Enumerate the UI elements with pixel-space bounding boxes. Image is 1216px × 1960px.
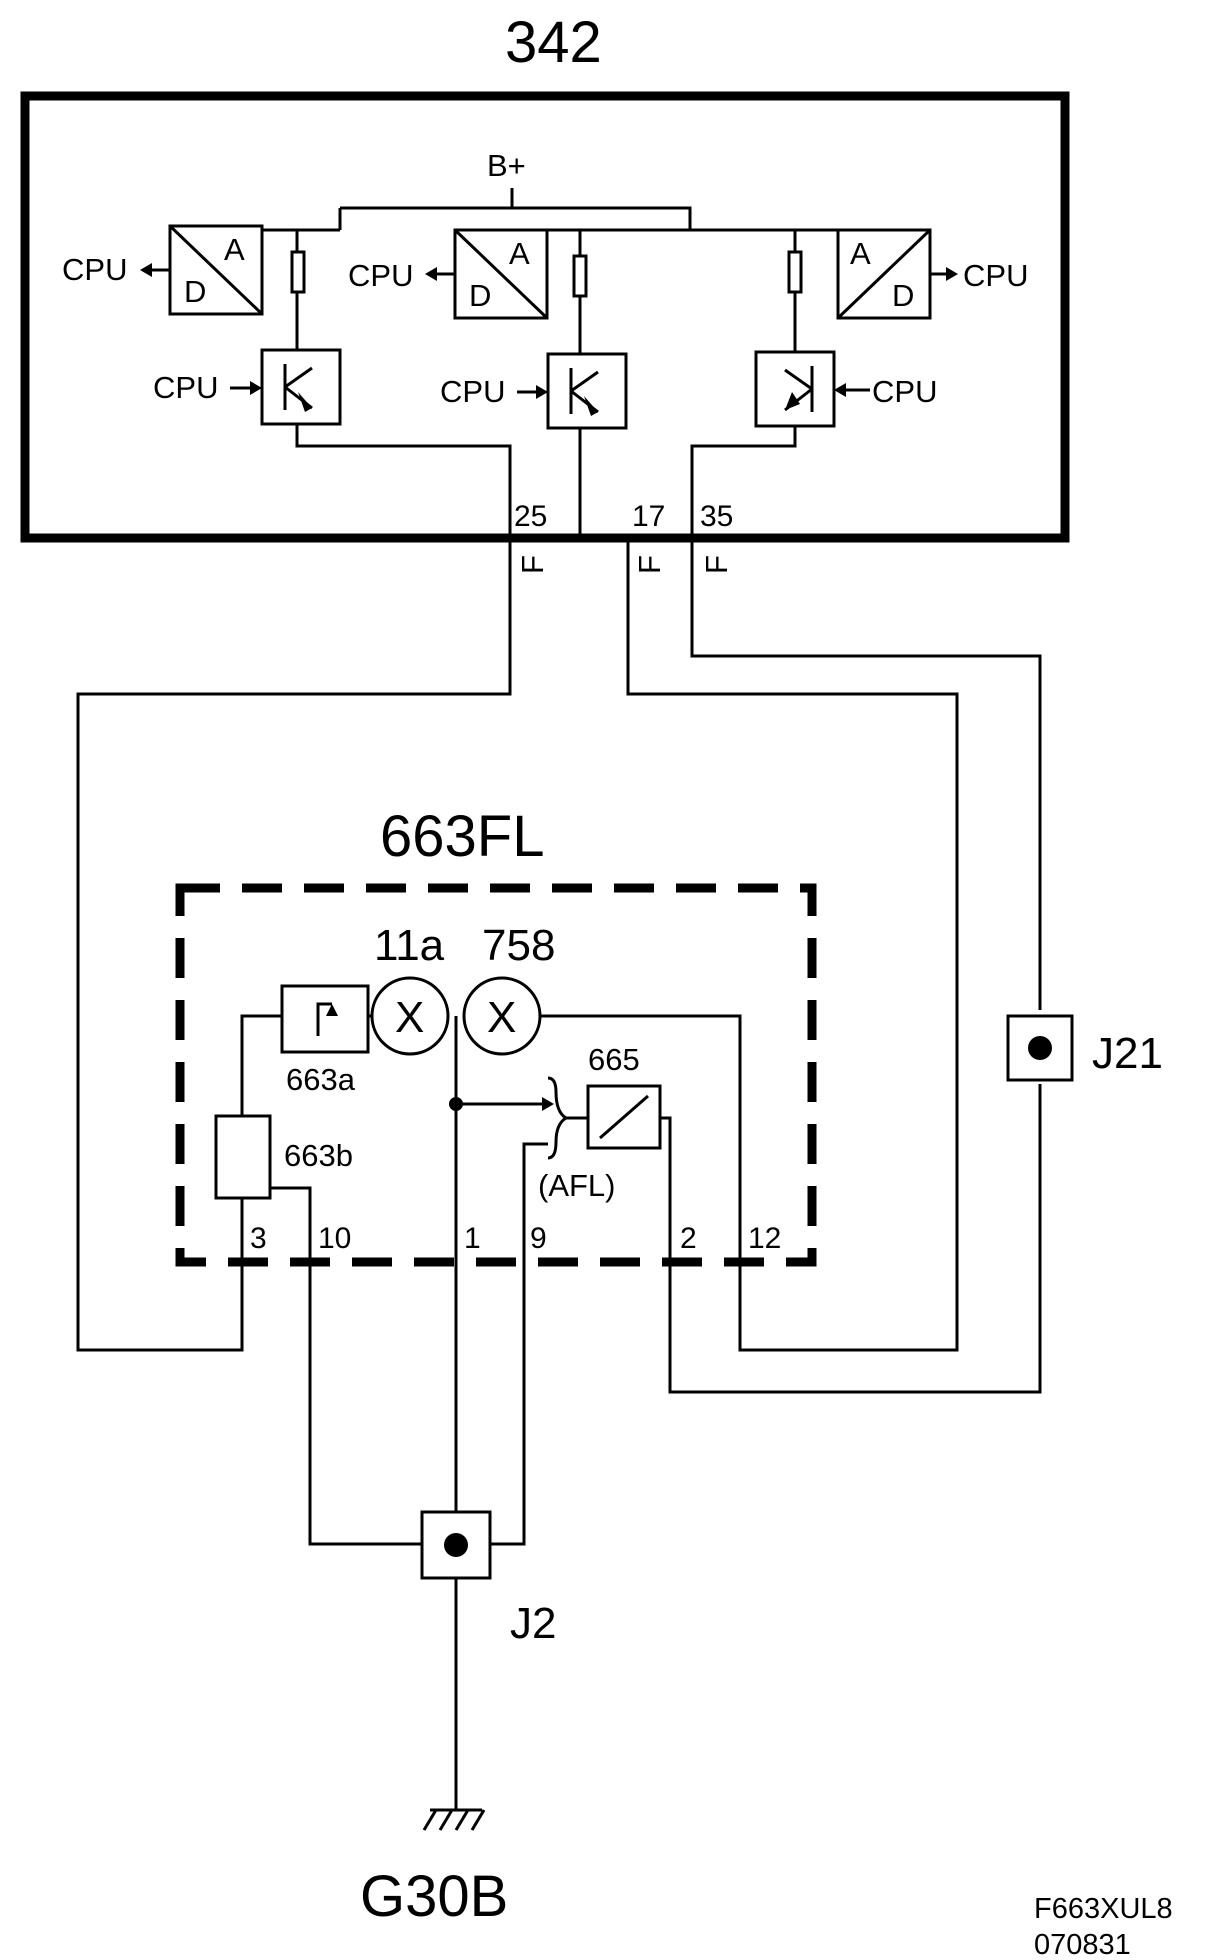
pin-1: 1 [464,1222,481,1255]
pin-9: 9 [530,1222,547,1255]
adc-left-a: A [224,232,245,267]
adc-right-d: D [892,278,914,313]
transistor-middle [546,352,628,430]
switch-663a-label: 663a [286,1062,356,1097]
footer-date: 070831 [1034,1929,1131,1960]
adc-left-d: D [184,274,206,309]
relay-665-label: 665 [588,1042,640,1077]
module-663fl-frame [175,883,817,1267]
module-342-title: 342 [505,10,602,75]
pin-17: 17 [632,500,665,533]
fuse-marker-17: F [632,555,667,574]
resistor-middle [572,254,588,298]
ground-symbol [422,1808,486,1831]
connector-j2-label: J2 [510,1599,556,1648]
cpu-label-5: CPU [963,258,1028,293]
connector-j21-label: J21 [1092,1029,1163,1078]
transistor-right [754,350,836,428]
cpu-label-2: CPU [153,370,218,405]
adc-middle-d: D [469,278,491,313]
transistor-left [260,348,342,426]
arrow-left-1 [140,263,152,277]
ground-label: G30B [360,1864,508,1929]
connector-j2-node [444,1533,468,1557]
resistor-left [290,250,306,294]
cpu-label-6: CPU [872,374,937,409]
module-663fl-title: 663FL [380,804,544,869]
afl-brace [547,1076,569,1160]
lamp-758-symbol: X [487,993,516,1042]
lamp-758-label: 758 [482,921,555,970]
fuse-marker-25: F [515,555,550,574]
cpu-label-3: CPU [348,258,413,293]
wire-j21-out [668,1084,1042,1394]
lamp-11a [370,976,450,1056]
connector-j21-node [1028,1036,1052,1060]
resistor-663b-label: 663b [284,1138,353,1173]
cpu-label-4: CPU [440,374,505,409]
wire-pin25 [76,542,512,1352]
wire-pin17 [626,542,959,1352]
footer-code: F663XUL8 [1034,1893,1173,1925]
pin-25: 25 [514,500,547,533]
adc-middle-a: A [509,236,530,271]
resistor-663b [214,1114,272,1200]
pin-12: 12 [748,1222,781,1255]
wire-pin35 [690,542,1042,1010]
wire-pin9 [490,1262,526,1546]
afl-note: (AFL) [538,1168,616,1203]
supply-label: B+ [487,148,526,183]
adc-right-a: A [850,236,871,271]
wire-pin10 [308,1262,422,1546]
switch-663a [280,984,370,1054]
pin-10: 10 [318,1222,351,1255]
supply-wire [295,188,797,252]
lamp-11a-label: 11a [374,921,445,970]
module-342-frame [20,91,1070,543]
resistor-right [787,250,803,294]
pin-2: 2 [680,1222,697,1255]
pin-3: 3 [250,1222,267,1255]
fuse-marker-35: F [699,555,734,574]
pin-35: 35 [700,500,733,533]
cpu-label-1: CPU [62,252,127,287]
lamp-11a-symbol: X [395,993,424,1042]
